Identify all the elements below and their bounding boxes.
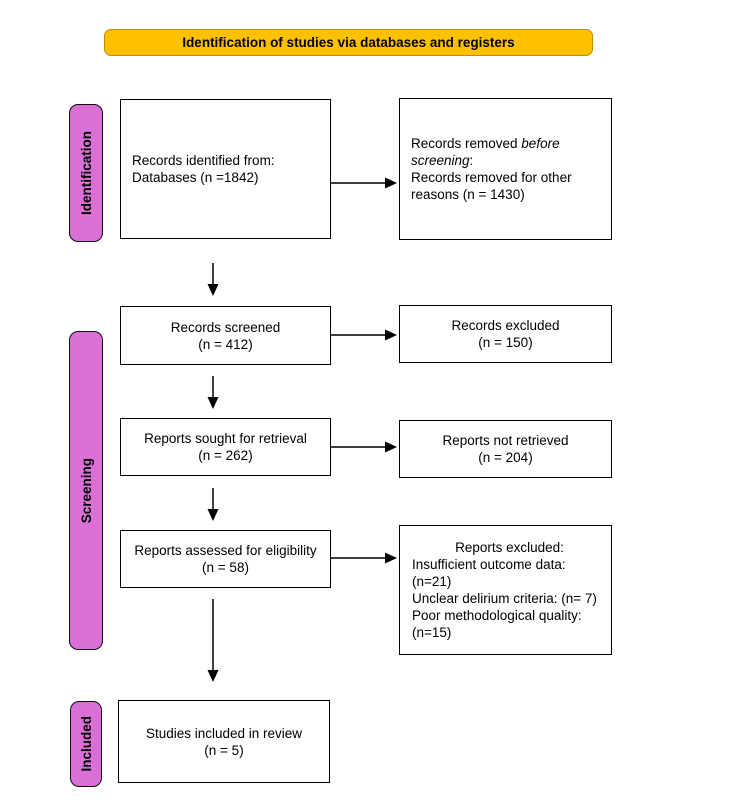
box-records-identified: Records identified from: Databases (n =1…	[120, 99, 331, 239]
box-reports-excluded-reason-3: Poor methodological quality: (n=15)	[412, 608, 582, 640]
stage-label-included-text: Included	[78, 716, 94, 772]
box-reports-excluded-title: Reports excluded:	[455, 540, 564, 555]
box-records-screened-line2: (n = 412)	[198, 336, 253, 352]
box-records-removed: Records removed before screening: Record…	[399, 98, 612, 240]
box-reports-assessed: Reports assessed for eligibility (n = 58…	[120, 530, 331, 588]
stage-label-identification: Identification	[69, 104, 103, 242]
stage-label-included: Included	[70, 701, 102, 787]
box-reports-not-retrieved-line2: (n = 204)	[478, 450, 533, 465]
diagram-title-banner: Identification of studies via databases …	[104, 29, 593, 56]
diagram-title: Identification of studies via databases …	[182, 35, 515, 50]
box-studies-included-line1: Studies included in review	[145, 725, 303, 741]
box-reports-not-retrieved-line1: Reports not retrieved	[442, 433, 569, 448]
box-reports-excluded-reason-1: Insufficient outcome data: (n=21)	[412, 557, 566, 589]
box-reports-not-retrieved: Reports not retrieved (n = 204)	[399, 420, 612, 478]
box-records-excluded: Records excluded (n = 150)	[399, 305, 612, 363]
box-records-screened: Records screened (n = 412)	[120, 306, 331, 365]
box-records-screened-line1: Records screened	[170, 319, 281, 335]
box-reports-assessed-line2: (n = 58)	[202, 560, 249, 575]
box-records-removed-line1: Records removed before screening:	[411, 135, 599, 169]
box-records-removed-line2: Records removed for other reasons (n = 1…	[411, 170, 572, 202]
box-reports-sought-line2: (n = 262)	[198, 448, 253, 463]
box-records-excluded-line2: (n = 150)	[478, 335, 533, 350]
box-reports-sought-line1: Reports sought for retrieval	[144, 431, 307, 446]
box-reports-excluded-reason-2: Unclear delirium criteria: (n= 7)	[412, 591, 597, 606]
box-records-removed-line1-italic: before screening	[411, 136, 560, 168]
box-records-identified-line1: Records identified from:	[132, 153, 275, 168]
box-studies-included-line2: (n = 5)	[204, 742, 244, 758]
stage-label-identification-text: Identification	[78, 131, 94, 215]
box-records-identified-line2: Databases (n =1842)	[132, 170, 259, 185]
box-studies-included: Studies included in review (n = 5)	[118, 700, 330, 783]
box-records-removed-line1-suffix: :	[469, 153, 474, 168]
box-reports-excluded: Reports excluded: Insufficient outcome d…	[399, 525, 612, 655]
stage-label-screening: Screening	[69, 331, 103, 650]
box-records-excluded-line1: Records excluded	[451, 318, 560, 333]
stage-label-screening-text: Screening	[78, 457, 94, 524]
box-reports-assessed-line1: Reports assessed for eligibility	[134, 543, 317, 558]
box-records-removed-line1-prefix: Records removed	[411, 136, 522, 151]
box-reports-sought: Reports sought for retrieval (n = 262)	[120, 418, 331, 476]
